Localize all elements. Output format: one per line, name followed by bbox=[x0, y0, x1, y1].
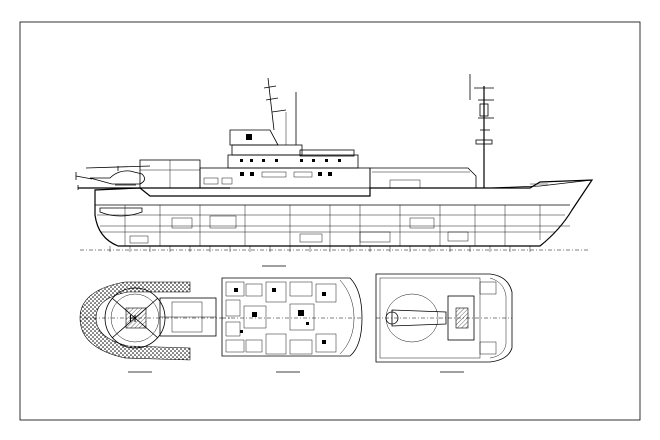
forward-deckhouse bbox=[447, 295, 475, 341]
main-deck-bulwark bbox=[489, 277, 507, 359]
main-deck-outline bbox=[375, 273, 513, 363]
forward-mast bbox=[469, 74, 494, 188]
winch bbox=[455, 307, 469, 329]
helicopter bbox=[75, 165, 151, 186]
helideck-plan-view: H bbox=[79, 281, 230, 373]
superstructure-deck-3 bbox=[231, 144, 303, 156]
forecastle-bulwark bbox=[487, 179, 593, 189]
deck-plan-outline bbox=[221, 277, 363, 357]
sheet-border bbox=[19, 21, 641, 421]
deck-plan-view bbox=[221, 277, 363, 373]
superstructure-windows bbox=[203, 134, 341, 185]
anchor-windlass-starboard bbox=[479, 341, 497, 355]
funnel bbox=[229, 129, 279, 146]
frame-ticks bbox=[109, 246, 531, 252]
profile-view bbox=[75, 74, 594, 252]
bridge-deck bbox=[299, 149, 355, 157]
deck-plan-rooms bbox=[225, 281, 337, 355]
rescue-boat bbox=[99, 207, 143, 217]
engine-room-blocks bbox=[129, 215, 469, 244]
main-deck-plan-view bbox=[375, 273, 513, 373]
aft-mast bbox=[263, 77, 287, 131]
forward-crane-house bbox=[369, 167, 477, 189]
crane-boom bbox=[391, 309, 447, 327]
deck-plan-equipment bbox=[234, 288, 326, 344]
hull-outline bbox=[94, 179, 594, 247]
bulkheads bbox=[124, 205, 541, 246]
main-deck-work-area bbox=[379, 277, 481, 359]
helideck-safety-net bbox=[79, 281, 191, 361]
deck-plan-bow-inner bbox=[339, 279, 355, 355]
anchor-windlass-port bbox=[479, 281, 497, 295]
crane-pedestal bbox=[385, 311, 399, 325]
work-deck-box bbox=[389, 179, 421, 189]
